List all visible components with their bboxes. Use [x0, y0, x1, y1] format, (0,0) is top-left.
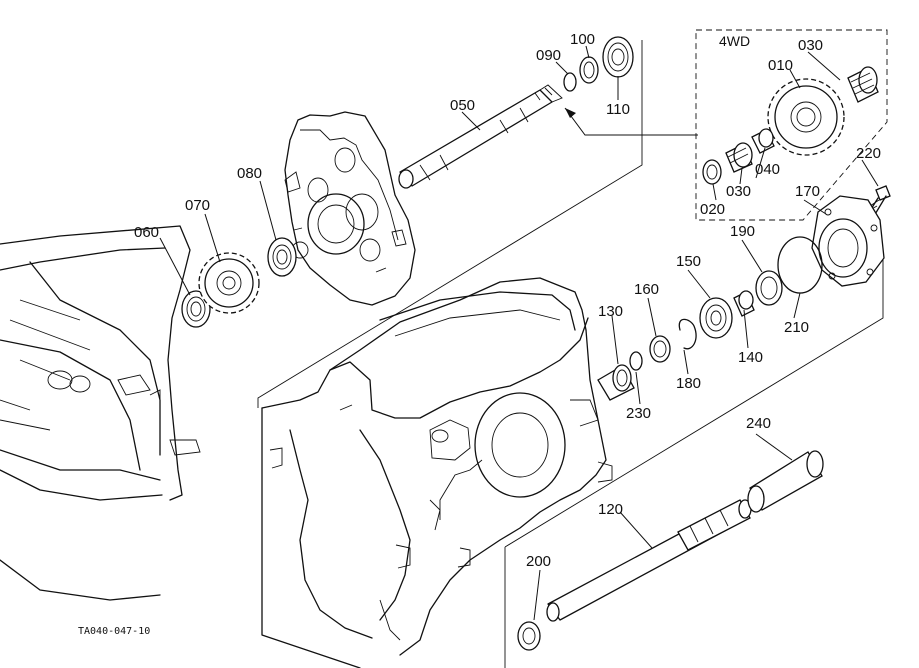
- input-shaft-050: [398, 84, 563, 189]
- bearing-190: [755, 270, 783, 306]
- pto-shaft-120: [546, 499, 752, 622]
- part-label-130: 130: [598, 303, 623, 320]
- left-transmission-case: [0, 225, 201, 601]
- needle-bearing-030-lower: [725, 142, 753, 173]
- part-label-070: 070: [185, 197, 210, 214]
- seal-200: [517, 621, 541, 651]
- bearing-080: [267, 237, 297, 277]
- collar-040: [751, 128, 775, 154]
- bearing-100: [579, 56, 599, 84]
- part-label-220: 220: [856, 145, 881, 162]
- part-label-190: 190: [730, 223, 755, 240]
- part-label-120: 120: [598, 501, 623, 518]
- needle-bearing-030-upper: [847, 66, 879, 103]
- collar-140: [733, 290, 755, 317]
- reference-arrow: [564, 107, 698, 136]
- figure-reference-code: TA040-047-10: [78, 626, 150, 637]
- leader-lines: [159, 45, 879, 621]
- part-label-140: 140: [738, 349, 763, 366]
- flange-housing-170: [811, 195, 885, 287]
- main-transmission-housing: [261, 277, 613, 668]
- tube-240: [747, 450, 824, 513]
- gear-case-cover: [284, 111, 416, 306]
- part-number-labels: 4WD 010 030 040 030 020 050 060 070 080 …: [78, 31, 881, 637]
- part-label-040: 040: [755, 161, 780, 178]
- part-label-160: 160: [634, 281, 659, 298]
- part-label-180: 180: [676, 375, 701, 392]
- part-label-200: 200: [526, 553, 551, 570]
- part-label-170: 170: [795, 183, 820, 200]
- circlip-180: [678, 318, 697, 350]
- part-label-210: 210: [784, 319, 809, 336]
- part-label-030-upper: 030: [798, 37, 823, 54]
- part-label-030-lower: 030: [726, 183, 751, 200]
- circlip-230: [629, 351, 643, 371]
- part-label-060: 060: [134, 224, 159, 241]
- bearing-060: [181, 290, 211, 328]
- o-ring-210: [777, 236, 823, 294]
- circlip-090: [563, 72, 577, 92]
- bearing-110: [602, 36, 634, 78]
- part-label-050: 050: [450, 97, 475, 114]
- part-label-010: 010: [768, 57, 793, 74]
- gear-070: [198, 252, 260, 314]
- part-label-150: 150: [676, 253, 701, 270]
- bearing-160: [649, 335, 671, 363]
- part-label-110: 110: [606, 101, 630, 118]
- part-label-080: 080: [237, 165, 262, 182]
- washer-020: [702, 159, 722, 185]
- assembly-axis-lines: [257, 40, 884, 668]
- part-label-230: 230: [626, 405, 651, 422]
- 4wd-inset: [695, 29, 888, 221]
- bearing-150: [699, 297, 733, 339]
- part-label-020: 020: [700, 201, 725, 218]
- part-label-100: 100: [570, 31, 595, 48]
- part-label-240: 240: [746, 415, 771, 432]
- sleeve-130: [597, 364, 635, 401]
- part-label-090: 090: [536, 47, 561, 64]
- inset-title-label: 4WD: [719, 33, 750, 49]
